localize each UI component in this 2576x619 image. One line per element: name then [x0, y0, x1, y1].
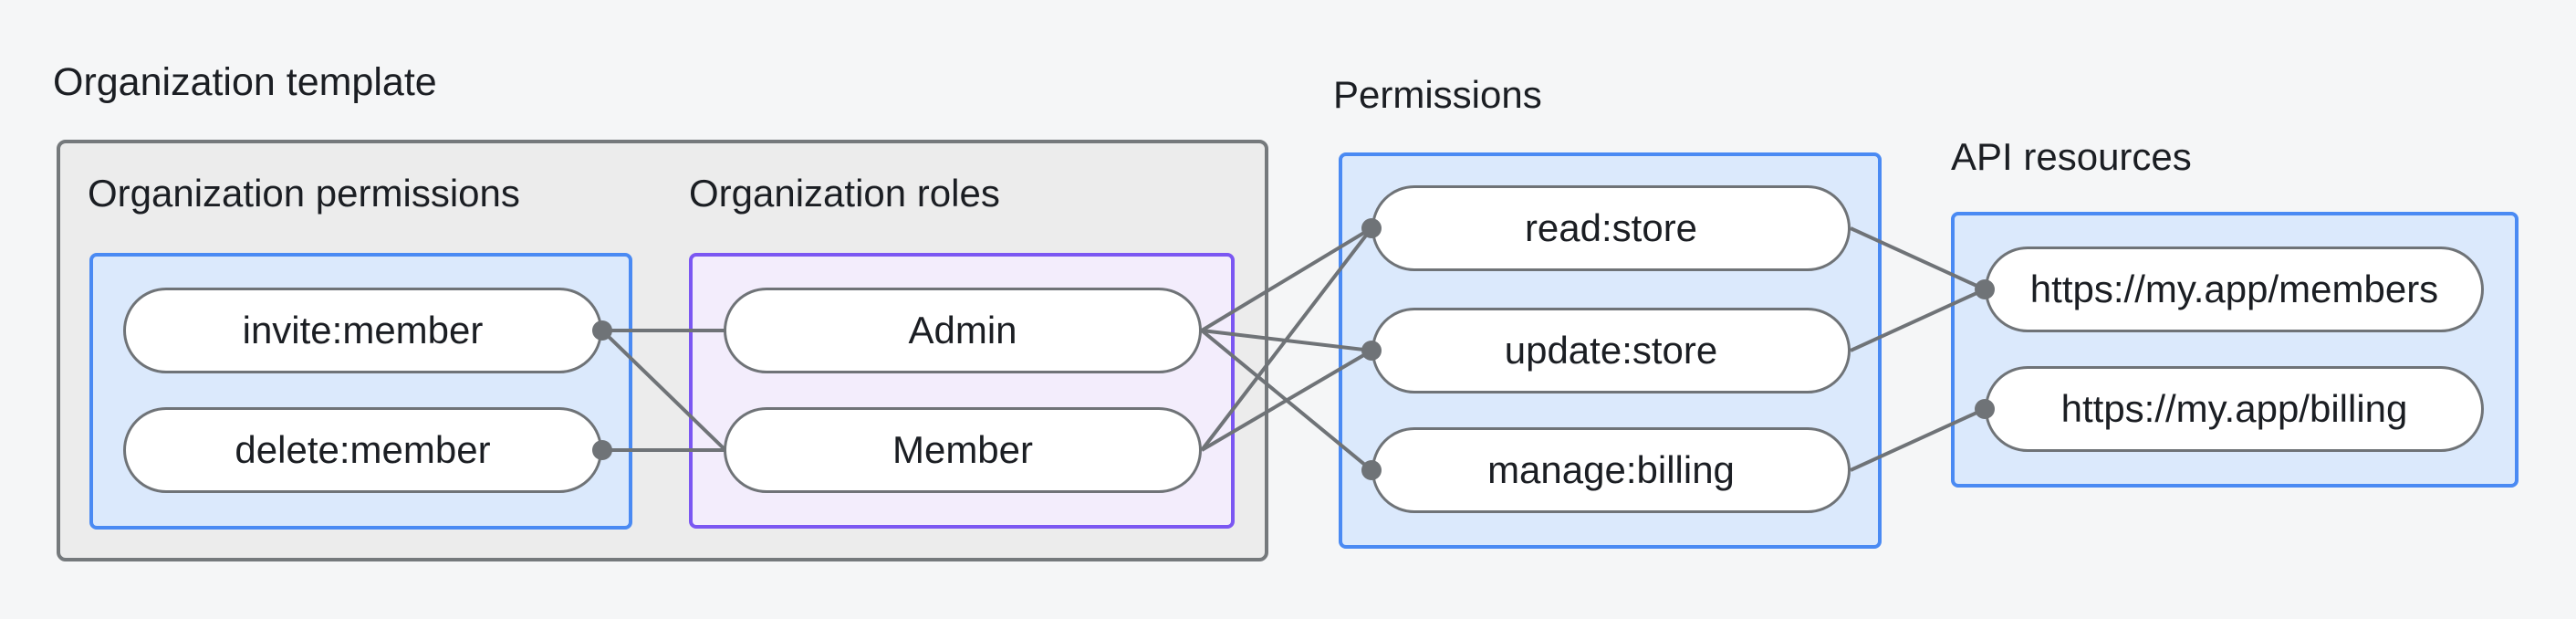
- node-api-billing-label: https://my.app/billing: [2060, 387, 2408, 430]
- node-read-store: read:store: [1371, 185, 1851, 271]
- group-label-organization-permissions: Organization permissions: [88, 172, 520, 215]
- node-update-store-label: update:store: [1504, 329, 1718, 372]
- node-delete-member: delete:member: [123, 407, 602, 493]
- group-label-permissions: Permissions: [1333, 73, 1542, 116]
- node-member: Member: [724, 407, 1202, 493]
- diagram-title: Organization template: [53, 60, 437, 104]
- node-delete-member-label: delete:member: [235, 428, 491, 471]
- node-update-store: update:store: [1371, 308, 1851, 393]
- node-read-store-label: read:store: [1524, 206, 1698, 249]
- node-invite-member: invite:member: [123, 288, 602, 373]
- node-api-billing: https://my.app/billing: [1985, 366, 2484, 452]
- group-label-api-resources: API resources: [1951, 135, 2192, 178]
- node-admin: Admin: [724, 288, 1202, 373]
- node-admin-label: Admin: [908, 309, 1017, 351]
- node-manage-billing: manage:billing: [1371, 427, 1851, 513]
- node-api-members: https://my.app/members: [1985, 247, 2484, 332]
- node-manage-billing-label: manage:billing: [1487, 448, 1735, 491]
- node-member-label: Member: [892, 428, 1034, 471]
- node-invite-member-label: invite:member: [242, 309, 484, 351]
- node-api-members-label: https://my.app/members: [2029, 268, 2439, 310]
- group-label-organization-roles: Organization roles: [689, 172, 1000, 215]
